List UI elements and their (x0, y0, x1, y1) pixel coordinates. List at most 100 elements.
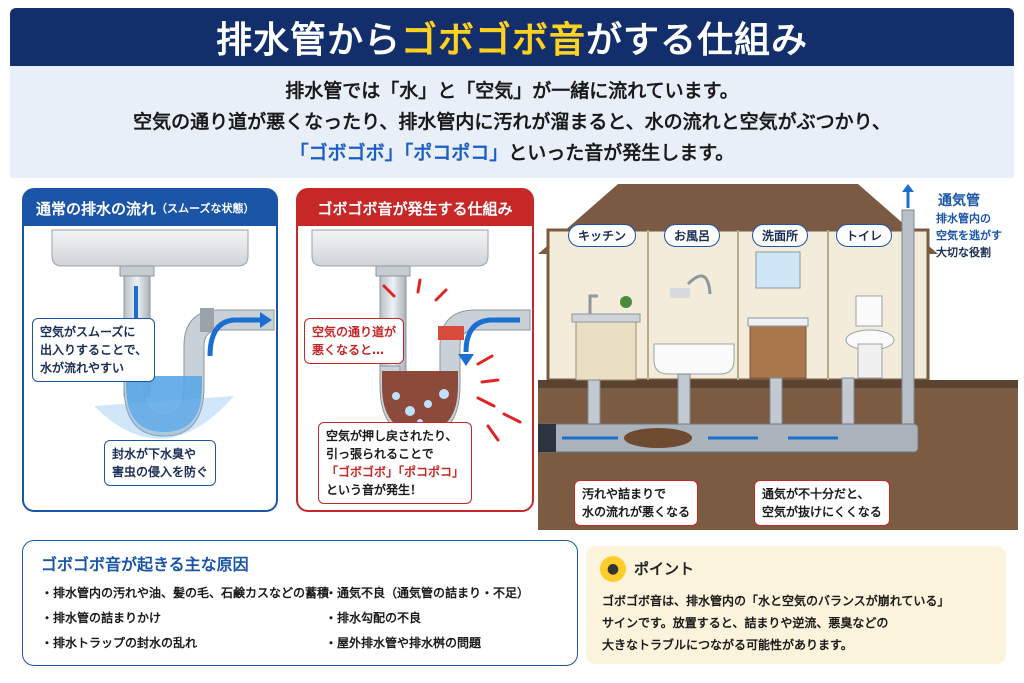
callout-line: 水が流れやすい (40, 361, 125, 375)
noise-lines (382, 278, 522, 442)
toilet-base (857, 343, 883, 379)
title-pre: 排水管から (215, 20, 401, 61)
point-line: ゴボゴボ音は、排水管内の「水と空気のバランスが崩れている」 (602, 594, 950, 608)
plant (620, 296, 632, 308)
air-bubble (424, 400, 432, 408)
normal-flow-panel: 通常の排水の流れ（スムーズな状態） 空気がスムーズに 出入りすることで、 水が流… (22, 188, 278, 512)
noise-mechanism-header: ゴボゴボ音が発生する仕組み (298, 190, 532, 226)
callout-air-pushback: 空気が押し戻されたり、 引っ張られることで 「ゴボゴボ」「ポコポコ」 という音が… (318, 422, 473, 504)
cause-item: 屋外排水管や排水桝の問題 (325, 631, 529, 656)
shower-hose (686, 274, 712, 295)
intro-line-3-tail: といった音が発生します。 (508, 142, 735, 164)
page-title: 排水管からゴボゴボ音がする仕組み (216, 11, 808, 63)
callout-line: 「ゴボゴボ」「ポコポコ」 (326, 465, 465, 479)
air-bubble (392, 392, 400, 400)
callout-line: 空気が抜けにくくなる (762, 505, 882, 519)
bulb-icon: ● (600, 556, 626, 582)
vanity (749, 323, 807, 379)
callout-line: 空気の通り道が (312, 325, 397, 339)
causes-list-left: 排水管内の汚れや油、髪の毛、石鹸カスなどの蓄積 排水管の詰まりかけ 排水トラップ… (41, 581, 329, 656)
seal-water (126, 376, 202, 432)
room-tag-bath: お風呂 (664, 224, 721, 247)
intro-box: 排水管では「水」と「空気」が一緒に流れています。 空気の通り道が悪くなったり、排… (10, 66, 1014, 178)
air-bubble (439, 389, 449, 399)
cause-item: 排水管内の汚れや油、髪の毛、石鹸カスなどの蓄積 (41, 581, 329, 606)
callout-line: 空気がスムーズに (40, 325, 136, 339)
point-box: ● ポイント ゴボゴボ音は、排水管内の「水と空気のバランスが崩れている」 サイン… (586, 546, 1006, 664)
point-line: 大きなトラブルにつながる可能性があります。 (602, 638, 853, 652)
intro-quote-gobo: 「ゴボゴボ」 (289, 142, 404, 164)
cause-item: 排水管の詰まりかけ (41, 606, 329, 631)
sink-basin (51, 229, 249, 267)
arrow-icon (458, 354, 474, 366)
normal-flow-header: 通常の排水の流れ（スムーズな状態） (24, 190, 276, 226)
normal-flow-note: （スムーズな状態） (156, 202, 255, 215)
wash-basin (747, 317, 809, 327)
intro-line-1: 排水管では「水」と「空気」が一緒に流れています。 (285, 80, 739, 102)
title-highlight: ゴボゴボ音 (400, 20, 586, 61)
callout-line: 水の流れが悪くなる (582, 505, 691, 519)
cause-item: 通気不良（通気管の詰まり・不足） (325, 581, 529, 606)
callout-line: 出入りすることで、 (40, 343, 148, 357)
intro-quote-poko: 「ポコポコ」 (403, 142, 509, 164)
air-bubble (405, 406, 415, 416)
intro-line-3: 「ゴボゴボ」「ポコポコ」といった音が発生します。 (10, 138, 1014, 169)
callout-dirt-clog: 汚れや詰まりで 水の流れが悪くなる (574, 480, 699, 526)
callout-line: 通気が不十分だと、 (762, 487, 870, 501)
vent-pipe-title: 通気管 (938, 193, 980, 209)
drain-nut (375, 265, 411, 277)
shower-control (670, 288, 690, 298)
point-line: サインです。放置すると、詰まりや逆流、悪臭などの (602, 616, 889, 630)
callout-line: 悪くなると… (312, 343, 385, 357)
room-tag-toilet: トイレ (836, 224, 893, 247)
bathtub (653, 343, 735, 375)
normal-flow-title: 通常の排水の流れ (36, 199, 157, 218)
callout-water-seal: 封水が下水臭や 害虫の侵入を防ぐ (104, 440, 217, 486)
vent-desc-line: 大切な役割 (936, 246, 991, 259)
callout-line: という音が発生！ (326, 483, 423, 497)
causes-list-right: 通気不良（通気管の詰まり・不足） 排水勾配の不良 屋外排水管や排水桝の問題 (325, 581, 529, 656)
water-glow (94, 396, 234, 439)
arrow-icon (260, 312, 272, 328)
mirror (755, 251, 801, 289)
callout-air-smooth: 空気がスムーズに 出入りすることで、 水が流れやすい (32, 318, 156, 382)
pipe-outlet (538, 424, 556, 452)
noise-mechanism-panel: ゴボゴボ音が発生する仕組み 空気の通り道が 悪くなると… 空気が押し戻されたり、… (296, 188, 534, 512)
sink-basin (311, 229, 489, 267)
vent-pipe (901, 209, 915, 447)
faucet (588, 294, 598, 314)
kitchen-counter (571, 313, 641, 323)
causes-title: ゴボゴボ音が起きる主な原因 (41, 555, 249, 574)
callout-poor-vent: 通気が不十分だと、 空気が抜けにくくなる (754, 480, 890, 526)
arrow-icon (902, 184, 914, 192)
cause-item: 排水トラップの封水の乱れ (41, 631, 329, 656)
callout-line: 害虫の侵入を防ぐ (112, 465, 209, 479)
noise-mechanism-title: ゴボゴボ音が発生する仕組み (317, 199, 513, 218)
point-text: ゴボゴボ音は、排水管内の「水と空気のバランスが崩れている」 サインです。放置する… (602, 590, 949, 656)
room-tag-washroom: 洗面所 (752, 224, 809, 247)
air-arrow-line (463, 317, 520, 353)
toilet-tank (855, 295, 883, 327)
vent-desc-line: 空気を逃がす (936, 229, 1002, 242)
callout-line: 封水が下水臭や (112, 447, 197, 461)
cause-item: 排水勾配の不良 (325, 606, 529, 631)
callout-air-blocked: 空気の通り道が 悪くなると… (304, 318, 405, 364)
intro-line-2: 空気の通り道が悪くなったり、排水管内に汚れが溜まると、水の流れと空気がぶつかり、 (133, 111, 891, 133)
room-tag-kitchen: キッチン (568, 224, 637, 247)
air-arrow-line (207, 317, 262, 357)
point-title: ポイント (634, 560, 695, 578)
callout-line: 引っ張られることで (326, 447, 434, 461)
vent-desc-line: 排水管内の (936, 212, 991, 225)
causes-box: ゴボゴボ音が起きる主な原因 排水管内の汚れや油、髪の毛、石鹸カスなどの蓄積 排水… (22, 540, 578, 666)
dirty-water (382, 371, 458, 432)
callout-line: 空気が押し戻されたり、 (326, 429, 458, 443)
kitchen-cabinet (575, 319, 637, 381)
trap-joint-red (438, 326, 464, 340)
title-post: がする仕組み (586, 20, 809, 61)
sludge-deposit (624, 428, 692, 448)
callout-line: 汚れや詰まりで (582, 487, 667, 501)
drain-nut (119, 265, 155, 277)
pipe-joint (200, 308, 214, 332)
vent-pipe-desc: 排水管内の 空気を逃がす 大切な役割 (936, 210, 1002, 261)
title-banner: 排水管からゴボゴボ音がする仕組み (10, 8, 1014, 66)
